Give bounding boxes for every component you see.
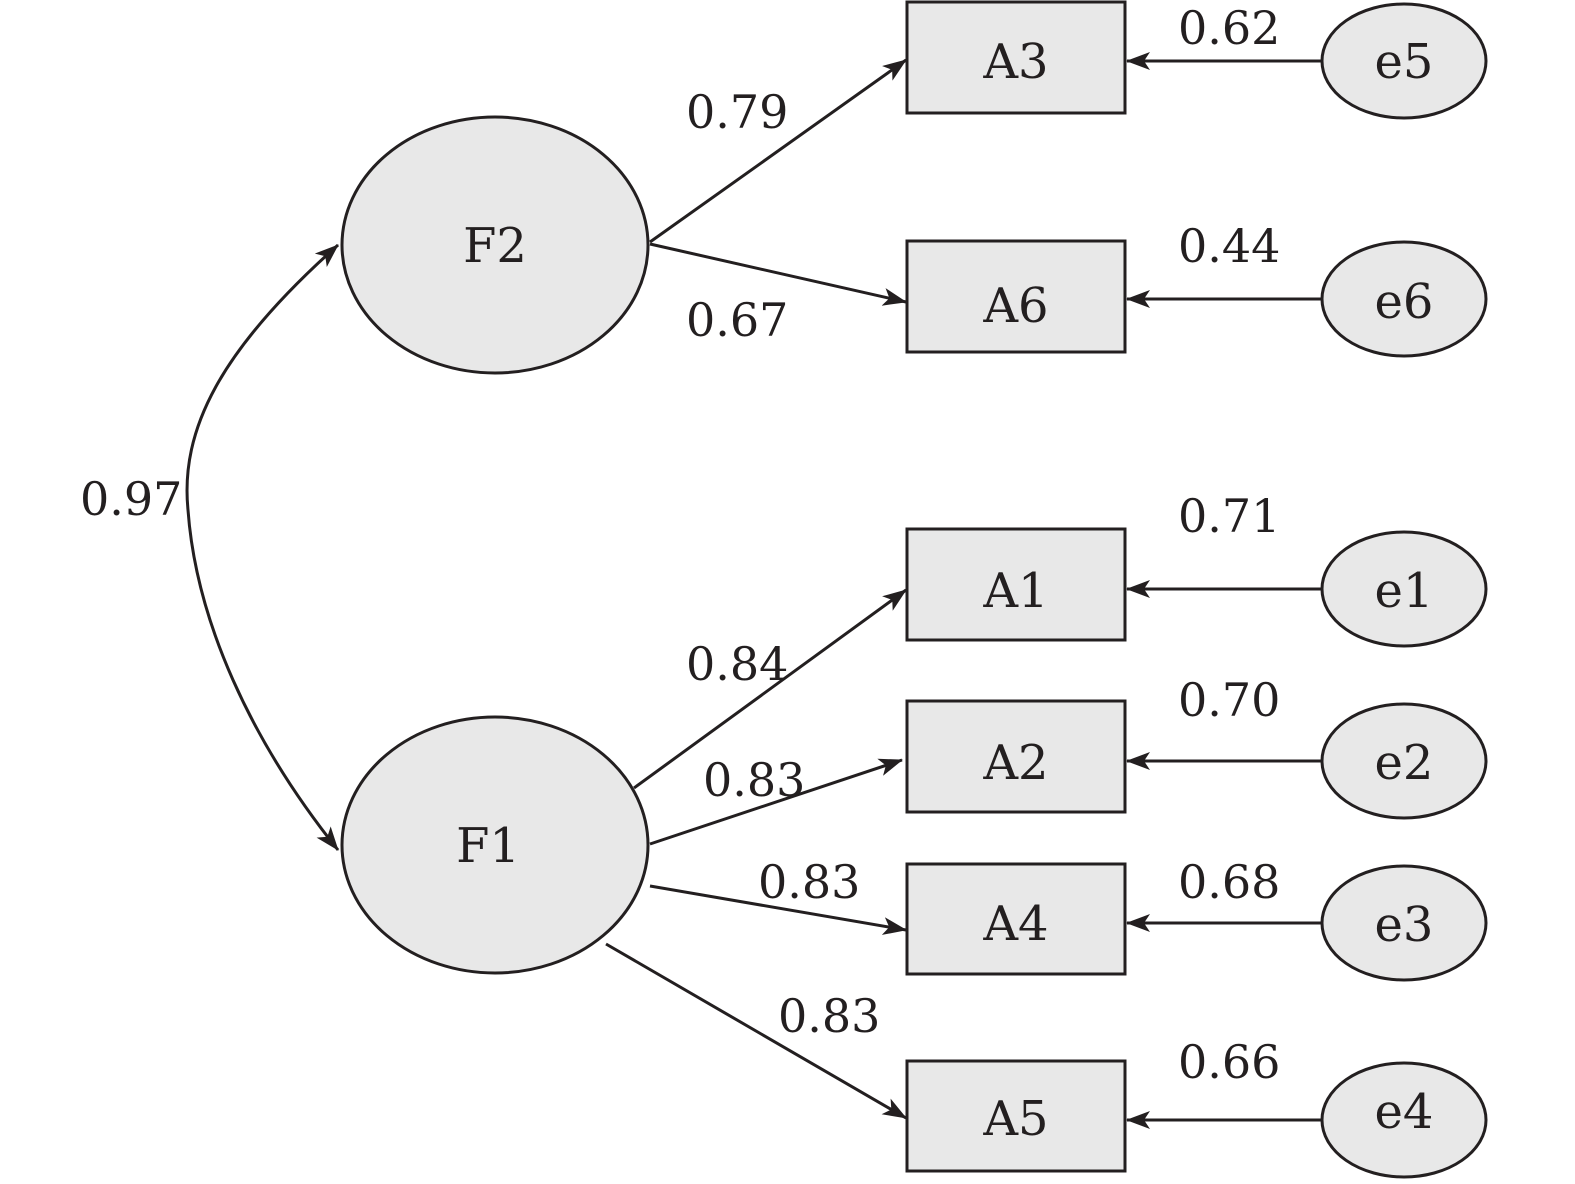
error-term-label: e3 xyxy=(1375,897,1434,953)
indicator-label: A1 xyxy=(982,563,1048,619)
indicator-box xyxy=(905,862,1127,976)
error-label-e2: 0.70 xyxy=(1178,673,1280,727)
correlation-arc xyxy=(185,243,340,851)
indicator-label: A5 xyxy=(982,1091,1048,1147)
error-ellipse xyxy=(1320,864,1488,982)
error-ellipse xyxy=(1320,530,1488,648)
factor-label: F1 xyxy=(456,818,520,874)
error-term-label: e4 xyxy=(1375,1084,1434,1140)
factor-node-F1: F1 xyxy=(340,715,650,975)
error-node-e3: e3 xyxy=(1320,864,1488,982)
error-node-e5: e5 xyxy=(1320,2,1488,120)
error-term-label: e5 xyxy=(1375,34,1434,90)
indicator-node-A2: A2 xyxy=(905,699,1127,814)
indicator-node-A1: A1 xyxy=(905,527,1127,642)
indicator-label: A4 xyxy=(982,896,1048,952)
indicator-box xyxy=(905,699,1127,814)
error-term-label: e6 xyxy=(1375,274,1434,330)
indicator-box xyxy=(905,527,1127,642)
factor-correlation: 0.97 xyxy=(80,243,340,851)
error-label-e4: 0.66 xyxy=(1178,1035,1280,1089)
loading-path-F1-A1 xyxy=(633,588,907,790)
indicator-box xyxy=(905,1059,1127,1173)
indicator-node-A4: A4 xyxy=(905,862,1127,976)
indicator-label: A3 xyxy=(982,34,1048,90)
loading-label-F1-A4: 0.83 xyxy=(758,855,860,909)
indicator-box xyxy=(905,239,1127,354)
indicator-node-A3: A3 xyxy=(905,0,1127,115)
indicator-label: A6 xyxy=(982,278,1048,334)
error-label-e1: 0.71 xyxy=(1178,489,1280,543)
error-ellipse xyxy=(1320,2,1488,120)
loading-path-F2-A3 xyxy=(649,58,907,244)
factor-ellipse xyxy=(340,115,650,375)
loading-label-F1-A1: 0.84 xyxy=(686,637,788,691)
indicator-node-A5: A5 xyxy=(905,1059,1127,1173)
indicator-label: A2 xyxy=(982,735,1048,791)
error-node-e2: e2 xyxy=(1320,702,1488,820)
error-term-label: e1 xyxy=(1375,563,1434,619)
loading-labels: 0.79 0.67 0.84 0.83 0.83 0.83 xyxy=(686,85,880,1043)
loading-label-F2-A6: 0.67 xyxy=(686,293,788,347)
error-ellipse xyxy=(1320,702,1488,820)
loading-path-F1-A4 xyxy=(649,884,907,935)
loading-label-F1-A5: 0.83 xyxy=(778,989,880,1043)
factor-node-F2: F2 xyxy=(340,115,650,375)
error-ellipse xyxy=(1320,1061,1488,1179)
indicator-box xyxy=(905,0,1127,115)
error-label-e3: 0.68 xyxy=(1178,855,1280,909)
loading-path-F2-A6 xyxy=(649,242,907,306)
indicator-node-A6: A6 xyxy=(905,239,1127,354)
loading-path-F1-A5 xyxy=(605,942,907,1120)
correlation-label: 0.97 xyxy=(80,472,182,526)
loading-paths xyxy=(605,58,907,1120)
factor-label: F2 xyxy=(463,218,527,274)
loading-path-F1-A2 xyxy=(649,758,903,846)
error-labels: 0.62 0.44 0.71 0.70 0.68 0.66 xyxy=(1178,1,1280,1089)
error-node-e6: e6 xyxy=(1320,240,1488,358)
error-paths xyxy=(1126,52,1322,1129)
error-label-e6: 0.44 xyxy=(1178,219,1280,273)
error-node-e4: e4 xyxy=(1320,1061,1488,1179)
error-ellipse xyxy=(1320,240,1488,358)
error-node-e1: e1 xyxy=(1320,530,1488,648)
loading-label-F2-A3: 0.79 xyxy=(686,85,788,139)
error-label-e5: 0.62 xyxy=(1178,1,1280,55)
error-term-label: e2 xyxy=(1375,735,1434,791)
factor-ellipse xyxy=(340,715,650,975)
loading-label-F1-A2: 0.83 xyxy=(703,753,805,807)
